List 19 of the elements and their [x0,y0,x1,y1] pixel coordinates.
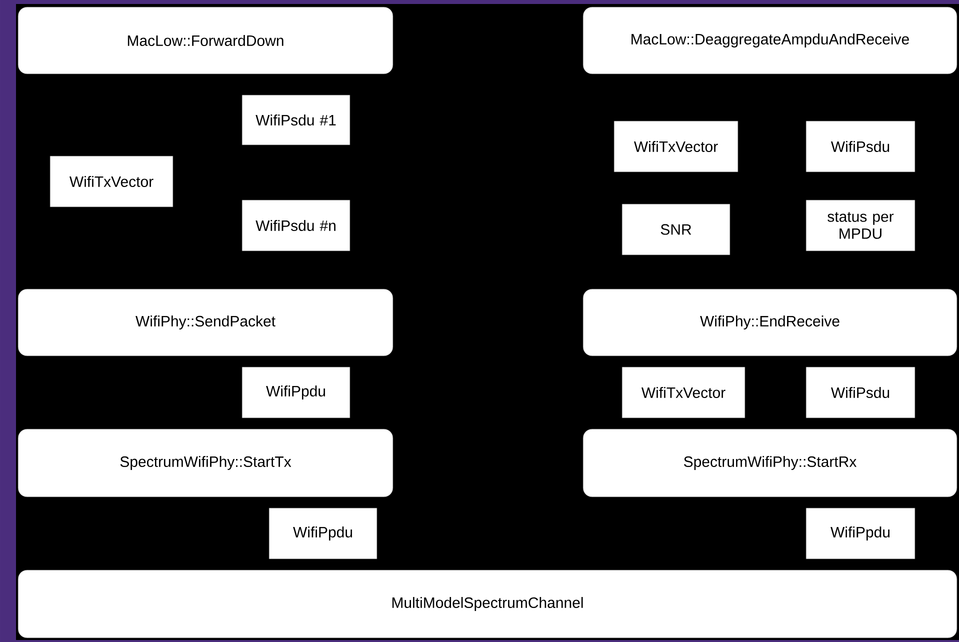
process-box: SpectrumWifiPhy::StartTx [18,428,394,498]
process-box: WifiPhy::SendPacket [18,288,394,356]
data-box: SNR [622,204,730,256]
data-box: WifiTxVector [622,366,746,418]
data-box: WifiPpdu [242,366,350,418]
process-box: MacLow::DeaggregateAmpduAndReceive [582,6,958,74]
data-box: WifiPsdu [806,366,916,418]
process-box: MultiModelSpectrumChannel [18,570,958,638]
data-box: WifiPsdu #1 [242,94,350,146]
data-box: WifiPsdu #n [242,200,350,252]
data-box: WifiTxVector [614,120,738,172]
process-box: MacLow::ForwardDown [18,6,394,74]
data-box: WifiPpdu [268,508,378,560]
data-box: status per MPDU [806,200,916,252]
process-box: SpectrumWifiPhy::StartRx [582,428,958,498]
data-box: WifiPpdu [806,508,916,560]
process-box: WifiPhy::EndReceive [582,288,958,356]
data-box: WifiPsdu [806,120,916,172]
data-box: WifiTxVector [50,156,174,208]
